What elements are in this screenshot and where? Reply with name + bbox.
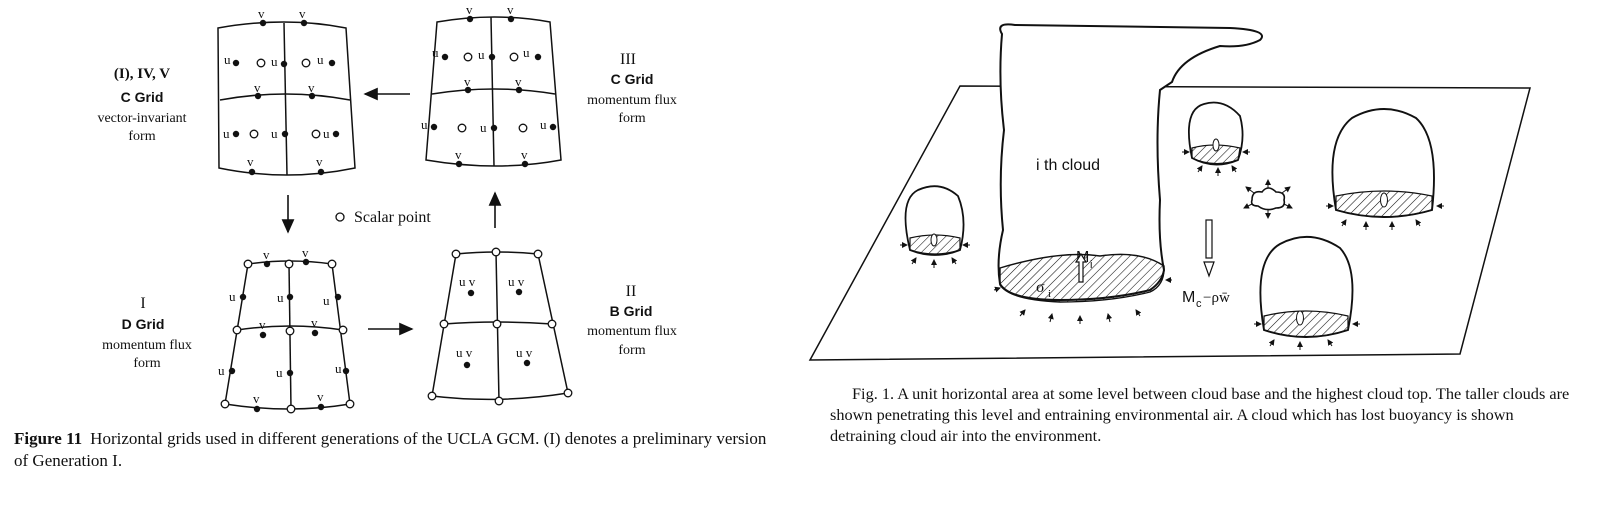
v-label: v xyxy=(254,80,261,95)
v-label: v xyxy=(308,80,315,95)
u-label: u xyxy=(271,126,278,141)
v-label: v xyxy=(253,391,260,406)
v-label: v xyxy=(317,389,324,404)
small-cloud xyxy=(1187,101,1244,166)
horizontal-plane xyxy=(808,85,1531,361)
v-label: v xyxy=(311,315,318,330)
u-label: u xyxy=(271,54,278,69)
uv-label: u v xyxy=(456,345,473,360)
caption-label: Figure 11 xyxy=(14,429,83,448)
small-cloud xyxy=(904,185,965,256)
v-label: v xyxy=(515,74,522,89)
grid-form-label: form xyxy=(618,343,645,358)
subsidence-term: −ρw̄ xyxy=(1203,290,1230,306)
grid-generation-label: I xyxy=(140,295,145,312)
v-label: v xyxy=(259,317,266,332)
grid-figure: v v u u u v v u u u v v (I), IV, V C Gri… xyxy=(14,2,784,472)
u-label: u xyxy=(432,45,439,60)
subsidence-subscript: c xyxy=(1196,298,1202,310)
u-label: u xyxy=(335,361,342,376)
u-label: u xyxy=(323,126,330,141)
cloud-figure: i th cloud M i σ i M c −ρw̄ xyxy=(800,0,1600,516)
uv-label: u v xyxy=(508,274,525,289)
area-fraction-subscript: i xyxy=(1048,288,1051,300)
v-label: v xyxy=(466,2,473,17)
grid-c-momentum-flux xyxy=(425,16,562,167)
cloud-diagram: i th cloud M i σ i M c −ρw̄ xyxy=(808,23,1531,361)
updraft-arrow-icon xyxy=(1074,252,1088,283)
grid-form-label: momentum flux xyxy=(587,324,677,339)
v-label: v xyxy=(507,2,514,17)
cloud-label: i th cloud xyxy=(1036,157,1100,174)
caption-text: Horizontal grids used in different gener… xyxy=(14,429,767,470)
u-label: u xyxy=(523,45,530,60)
v-label: v xyxy=(299,6,306,21)
u-label: u xyxy=(277,290,284,305)
v-label: v xyxy=(302,245,309,260)
v-label: v xyxy=(521,147,528,162)
scalar-point-icon xyxy=(335,212,345,222)
v-label: v xyxy=(316,154,323,169)
area-fraction-label: σ xyxy=(1036,279,1045,296)
u-label: u xyxy=(317,52,324,67)
u-label: u xyxy=(480,120,487,135)
scalar-point-legend: Scalar point xyxy=(354,209,431,226)
grid-type-label: B Grid xyxy=(610,303,653,319)
grid-type-label: D Grid xyxy=(122,316,165,332)
grid-type-label: C Grid xyxy=(121,89,164,105)
grid-generation-label: II xyxy=(626,283,637,300)
v-label: v xyxy=(247,154,254,169)
u-label: u xyxy=(323,293,330,308)
grid-generation-label: III xyxy=(620,51,636,68)
grid-type-label: C Grid xyxy=(611,71,654,87)
grid-diagram: v v u u u v v u u u v v (I), IV, V C Gri… xyxy=(97,2,677,414)
v-label: v xyxy=(455,147,462,162)
medium-cloud xyxy=(1259,235,1354,338)
grid-form-label: vector-invariant xyxy=(97,111,186,126)
grid-form-label: form xyxy=(133,356,160,371)
u-label: u xyxy=(421,117,428,132)
grid-form-label: form xyxy=(128,129,155,144)
u-label: u xyxy=(218,363,225,378)
grid-c-vector-invariant xyxy=(217,21,356,176)
grid-form-label: momentum flux xyxy=(587,93,677,108)
u-label: u xyxy=(229,289,236,304)
u-label: u xyxy=(540,117,547,132)
grid-form-label: momentum flux xyxy=(102,338,192,353)
subsidence-arrow-icon xyxy=(1203,261,1215,278)
grid-generation-label: (I), IV, V xyxy=(114,66,170,82)
grid-d-momentum-flux xyxy=(224,260,351,410)
medium-cloud xyxy=(1331,108,1435,218)
u-label: u xyxy=(223,126,230,141)
mass-flux-subscript: i xyxy=(1090,259,1092,271)
uv-label: u v xyxy=(459,274,476,289)
u-label: u xyxy=(478,47,485,62)
u-label: u xyxy=(224,52,231,67)
v-label: v xyxy=(464,74,471,89)
figure-1-caption: Fig. 1. A unit horizontal area at some l… xyxy=(830,384,1570,445)
detraining-cloud xyxy=(1250,187,1286,211)
v-label: v xyxy=(258,6,265,21)
subsidence-label: M xyxy=(1182,289,1195,306)
uv-label: u v xyxy=(516,345,533,360)
v-label: v xyxy=(263,247,270,262)
u-label: u xyxy=(276,365,283,380)
grid-form-label: form xyxy=(618,111,645,126)
